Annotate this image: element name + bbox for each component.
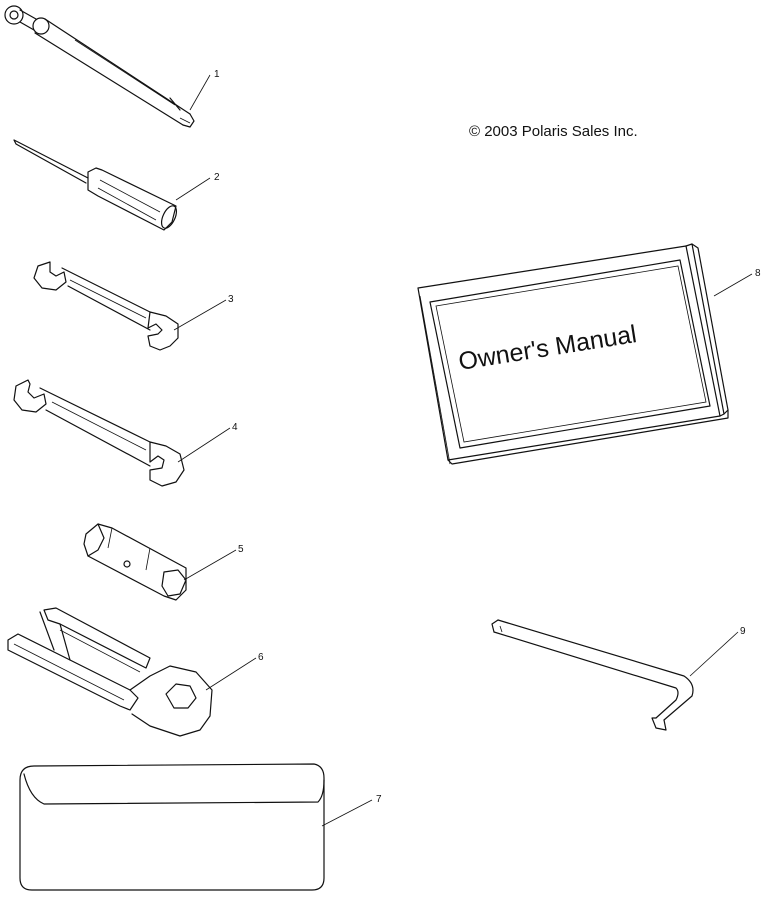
callout-2: 2 [214, 172, 220, 183]
callout-7: 7 [376, 794, 382, 805]
manual-cover-title: Owner's Manual [457, 320, 639, 376]
callout-6: 6 [258, 652, 264, 663]
leader-line-9 [689, 631, 739, 677]
small-open-end-wrench-icon [33, 261, 179, 351]
leader-line-5 [183, 549, 237, 581]
tool-pouch-icon [19, 763, 325, 891]
leader-line-7 [321, 799, 373, 827]
leader-line-3 [173, 299, 227, 331]
callout-8: 8 [755, 268, 761, 279]
combination-tool-icon [7, 607, 213, 737]
leader-line-8 [713, 273, 753, 297]
leader-line-6 [205, 657, 257, 691]
leader-line-4 [177, 427, 231, 463]
screwdriver-icon [13, 139, 178, 231]
spark-plug-socket-icon [83, 523, 187, 601]
callout-1: 1 [214, 69, 220, 80]
callout-4: 4 [232, 422, 238, 433]
owners-manual-icon: Owner's Manual [417, 243, 729, 465]
leader-line-1 [189, 74, 211, 111]
copyright-text: © 2003 Polaris Sales Inc. [469, 123, 638, 140]
callout-3: 3 [228, 294, 234, 305]
spark-plug-gap-tool-icon [4, 5, 195, 128]
leader-line-2 [175, 177, 211, 201]
hex-key-icon [491, 619, 694, 731]
callout-9: 9 [740, 626, 746, 637]
large-open-end-wrench-icon [13, 379, 185, 487]
callout-5: 5 [238, 544, 244, 555]
